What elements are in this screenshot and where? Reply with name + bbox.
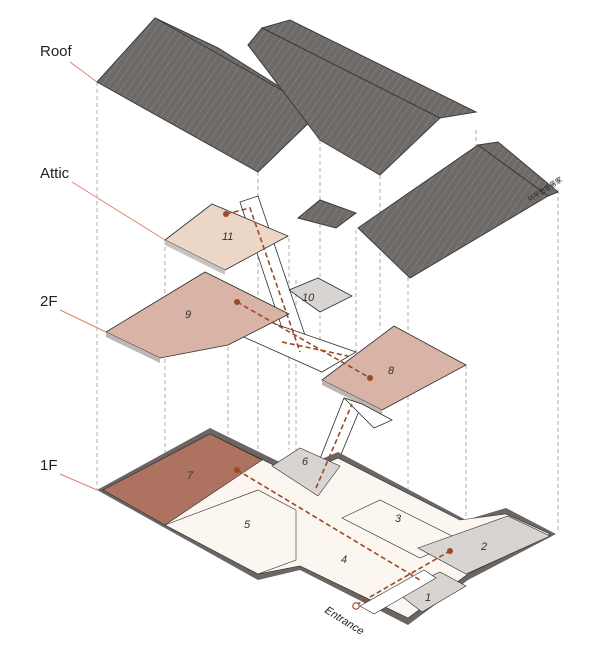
room-11-number: 11 [222,231,233,243]
room-9-number: 9 [185,309,191,321]
room-2-floor [417,515,551,575]
attic-layer: 11 [164,195,311,359]
first-floor-layer: 7 6 5 3 4 2 1 [97,428,556,625]
level-labels: Roof Attic 2F 1F [40,43,166,491]
lower-eave-roof [296,199,358,229]
room-8-number: 8 [388,365,395,377]
right-roof-front-slope [357,144,549,279]
room-9-edge [106,332,160,363]
path-dot-2f [234,299,240,305]
room-5-floor [164,489,297,575]
room-4-number: 4 [341,554,347,566]
first-floor-label: 1F [40,457,58,474]
room-6-number: 6 [302,456,309,468]
room-1-number: 1 [425,592,431,604]
entrance-corridor [359,569,437,615]
second-floor-stair-top [343,397,393,429]
path-dot-room-2 [447,548,453,554]
middle-roof-front-slope [247,27,441,176]
second-floor-layer: 10 9 8 [105,271,467,415]
entrance-marker [352,602,360,610]
room-7-number: 7 [187,470,194,482]
roof-label: Roof [40,43,73,60]
attic-label: Attic [40,165,70,182]
room-5-number: 5 [244,519,251,531]
first-floor-leader [59,473,98,491]
room-2-number: 2 [480,541,487,553]
roof-layer: 이우연등룡家 [96,17,564,279]
room-7-floor [102,433,263,526]
path-dot-attic [223,211,229,217]
room-6-floor [271,447,341,497]
path-2f-to-attic [225,207,301,353]
path-1f-to-2f [315,403,353,489]
second-floor-leader [59,309,107,333]
room-11-edge [165,240,225,275]
path-1f-corridor [236,469,451,606]
roof-leader [69,61,98,83]
entrance-label: Entrance [322,604,366,638]
attic-leader [71,181,166,241]
path-dot-room-8 [367,375,373,381]
circulation-path [223,207,453,610]
second-floor-label: 2F [40,293,58,310]
path-dot-room-7 [234,467,240,473]
room-10-floor [288,277,353,313]
room-3-number: 3 [395,513,402,525]
path-2f-corridor [236,301,371,379]
room-9-floor [105,271,290,359]
room-10-number: 10 [302,292,315,304]
